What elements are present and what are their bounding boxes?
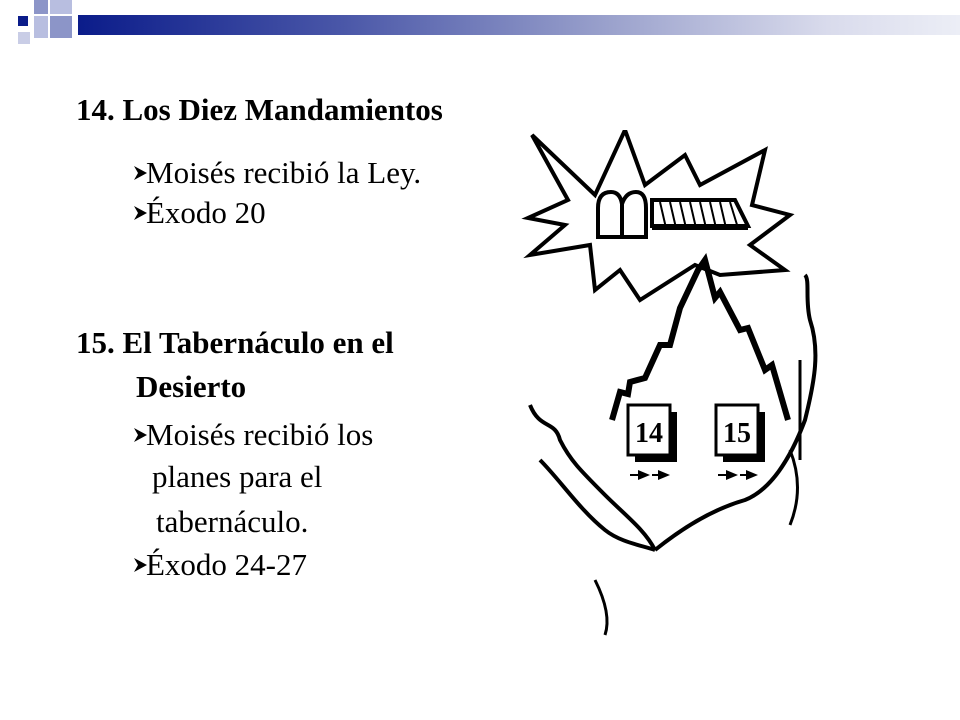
sinai-illustration: 14 15 bbox=[521, 130, 818, 636]
timeline-box-15-label: 15 bbox=[723, 418, 751, 449]
section15-bullet-1-cont-1: planes para el bbox=[152, 459, 323, 494]
valley-outline-inner bbox=[538, 458, 656, 552]
arrow-bullet-icon bbox=[134, 166, 147, 180]
header-square-light-2 bbox=[50, 0, 72, 14]
header-square-light-1 bbox=[34, 0, 48, 14]
timeline-box-15: 15 bbox=[714, 403, 765, 480]
arrow-bullet-icon bbox=[134, 206, 147, 220]
section15-bullet-1-text: Moisés recibió los bbox=[146, 417, 374, 452]
stone-tablets-icon bbox=[596, 189, 648, 239]
section15-bullet-1-cont-2: tabernáculo. bbox=[156, 504, 309, 539]
valley-wall-right bbox=[788, 449, 799, 526]
valley-lower-line bbox=[593, 579, 609, 636]
section15-title-line2: Desierto bbox=[136, 369, 247, 404]
mountain-path-line bbox=[609, 252, 791, 421]
header-square-mid bbox=[50, 16, 72, 38]
header-decoration bbox=[0, 0, 960, 50]
arrow-bullet-icon bbox=[134, 558, 147, 572]
section15-title-line1: 15. El Tabernáculo en el bbox=[76, 325, 394, 360]
section14-title: 14. Los Diez Mandamientos bbox=[76, 92, 443, 127]
header-gradient-bar bbox=[78, 15, 960, 35]
header-square-dark-1 bbox=[18, 16, 28, 26]
header-square-light-3 bbox=[34, 16, 48, 38]
timeline-box-14: 14 bbox=[626, 403, 677, 480]
section14-bullet-1-text: Moisés recibió la Ley. bbox=[146, 155, 422, 190]
header-square-light-4 bbox=[18, 32, 30, 44]
tabernacle-icon bbox=[650, 198, 752, 230]
valley-outline-right bbox=[653, 273, 818, 552]
section14-bullet-2-text: Éxodo 20 bbox=[146, 195, 266, 230]
timeline-box-14-label: 14 bbox=[635, 418, 663, 449]
arrow-bullet-icon bbox=[134, 428, 147, 442]
section15-bullet-2-text: Éxodo 24-27 bbox=[146, 547, 308, 582]
valley-outline-left bbox=[528, 404, 657, 551]
